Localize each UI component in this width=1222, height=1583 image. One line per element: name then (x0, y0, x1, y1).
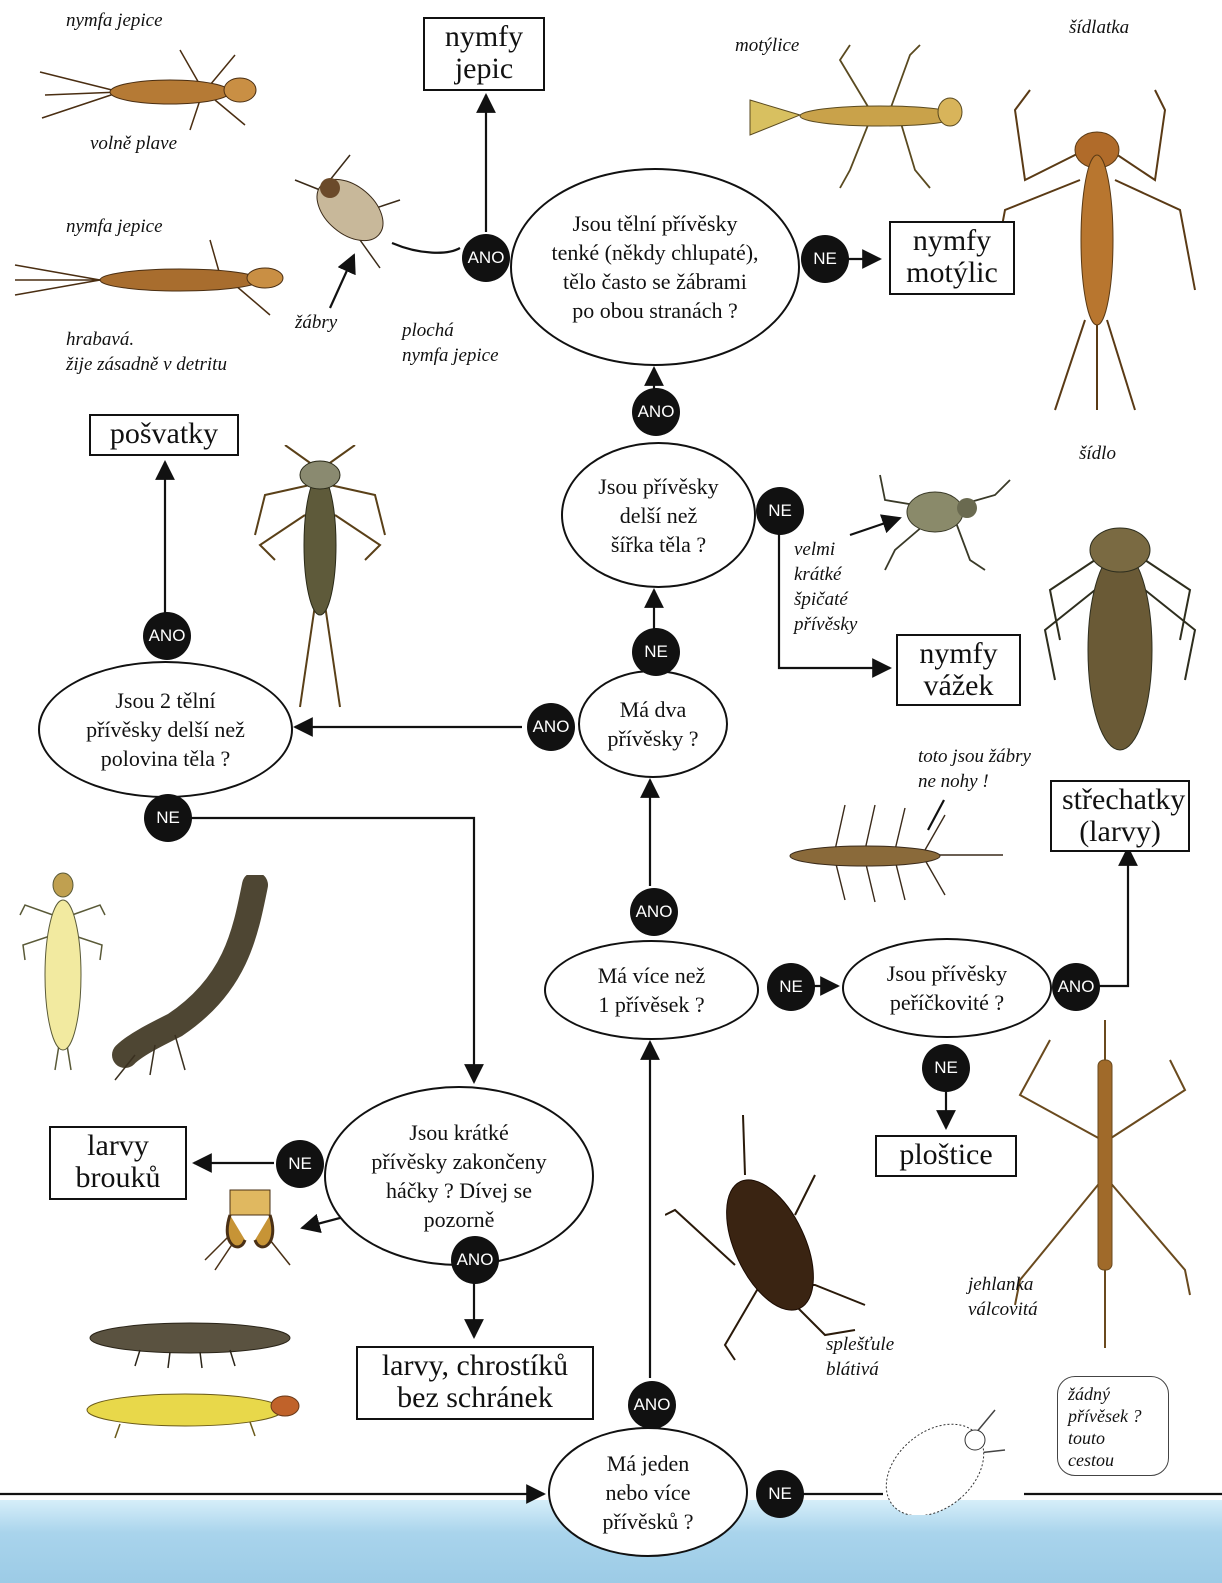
caption-volne-plave: volně plave (90, 131, 177, 156)
flat-mayfly-nymph (290, 150, 410, 270)
result-larvy-brouku: larvy brouků (49, 1126, 187, 1200)
damselfly-nymph (740, 40, 970, 190)
caption-hrabava: hrabavá. žije zásadně v detritu (66, 327, 227, 377)
badge-q3-ne: NE (922, 1044, 970, 1092)
badge-q2-ano: ANO (630, 888, 678, 936)
badge-q5-ano: ANO (632, 388, 680, 436)
dragonfly-nymph-short (875, 450, 1015, 575)
water-stick-insect (1010, 1020, 1200, 1350)
result-posvatky: pošvatky (89, 414, 239, 456)
caption-toto-jsou-zabry: toto jsou žábry ne nohy ! (918, 744, 1031, 794)
question-q7: Jsou 2 tělní přívěsky delší než polovina… (38, 661, 293, 798)
result-plostice: ploštice (875, 1135, 1017, 1177)
badge-q6-ne: NE (801, 235, 849, 283)
beetle-larva-segmented (95, 875, 275, 1085)
question-q3: Jsou přívěsky peříčkovité ? (842, 938, 1052, 1038)
badge-q6-ano: ANO (462, 234, 510, 282)
arrow-q3-strechatky (1099, 848, 1128, 986)
caption-plocha-nymfa: plochá nymfa jepice (402, 318, 499, 368)
mayfly-nymph-burrowing (10, 235, 290, 325)
question-q8: Jsou krátké přívěsky zakončeny háčky ? D… (324, 1086, 594, 1266)
stonefly-nymph (245, 445, 395, 710)
caddis-larva-dark (80, 1310, 300, 1370)
caddis-larva-yellow (80, 1380, 305, 1440)
badge-q1-ano: ANO (628, 1381, 676, 1429)
result-nymfy-vazek: nymfy vážek (896, 634, 1021, 706)
badge-q4-ano: ANO (527, 703, 575, 751)
damselfly-nymph-large (985, 70, 1200, 415)
badge-q7-ano: ANO (143, 612, 191, 660)
badge-q5-ne: NE (756, 487, 804, 535)
badge-q8-ano: ANO (451, 1236, 499, 1284)
question-q1: Má jeden nebo více přívěsků ? (548, 1427, 748, 1557)
question-q5: Jsou přívěsky delší než šířka těla ? (561, 442, 756, 588)
mayfly-nymph-swimming (20, 30, 270, 140)
caption-zabry: žábry (295, 310, 337, 335)
badge-q1-ne: NE (756, 1470, 804, 1518)
caption-nymfa-jepice-1: nymfa jepice (66, 8, 163, 33)
question-q2: Má více než 1 přívěsek ? (544, 940, 759, 1040)
badge-q8-ne: NE (276, 1140, 324, 1188)
caption-sidlatka: šídlatka (1069, 15, 1129, 40)
dragonfly-nymph-large (1040, 510, 1200, 760)
badge-q2-ne: NE (767, 963, 815, 1011)
caption-jehlanka: jehlanka válcovitá (968, 1272, 1038, 1322)
caption-splestule: splešťule blátivá (826, 1332, 894, 1382)
badge-q4-ne: NE (632, 628, 680, 676)
alderfly-larva (775, 800, 1005, 905)
caption-sidlo: šídlo (1079, 441, 1116, 466)
caddis-hook-detail (200, 1185, 300, 1275)
badge-q3-ano: ANO (1052, 963, 1100, 1011)
result-nymfy-motylic: nymfy motýlic (889, 221, 1015, 295)
caption-nymfa-jepice-2: nymfa jepice (66, 214, 163, 239)
badge-q7-ne: NE (144, 794, 192, 842)
result-larvy-chrostiku: larvy, chrostíků bez schránek (356, 1346, 594, 1420)
question-q6: Jsou tělní přívěsky tenké (někdy chlupat… (510, 168, 800, 366)
result-strechatky: střechatky (larvy) (1050, 780, 1190, 852)
caption-velmi-kratke: velmi krátké špičaté přívěsky (794, 537, 857, 637)
question-q4: Má dva přívěsky ? (578, 670, 728, 778)
water-bug (875, 1395, 1015, 1515)
result-nymfy-jepic: nymfy jepic (423, 17, 545, 91)
speech-bubble: žádný přívěsek ? touto cestou (1057, 1376, 1169, 1476)
water-scorpion (665, 1115, 875, 1365)
caption-motylice: motýlice (735, 33, 799, 58)
